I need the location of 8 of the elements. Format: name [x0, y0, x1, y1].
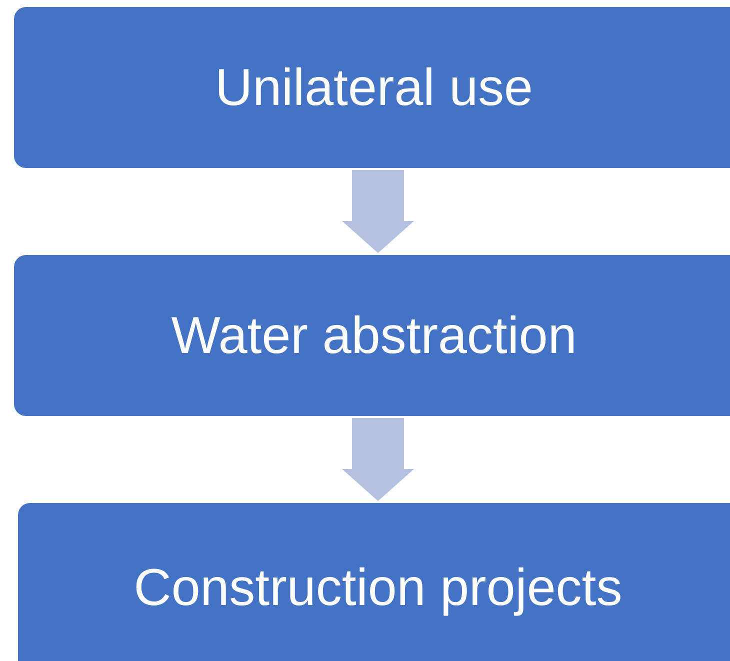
block-arrow [342, 170, 414, 253]
box-label: Construction projects [134, 558, 622, 618]
process-box [18, 503, 730, 661]
box-label: Unilateral use [215, 58, 533, 118]
block-arrow [342, 418, 414, 501]
process-box [14, 7, 730, 168]
box-label: Water abstraction [171, 306, 577, 366]
process-box [14, 255, 730, 416]
